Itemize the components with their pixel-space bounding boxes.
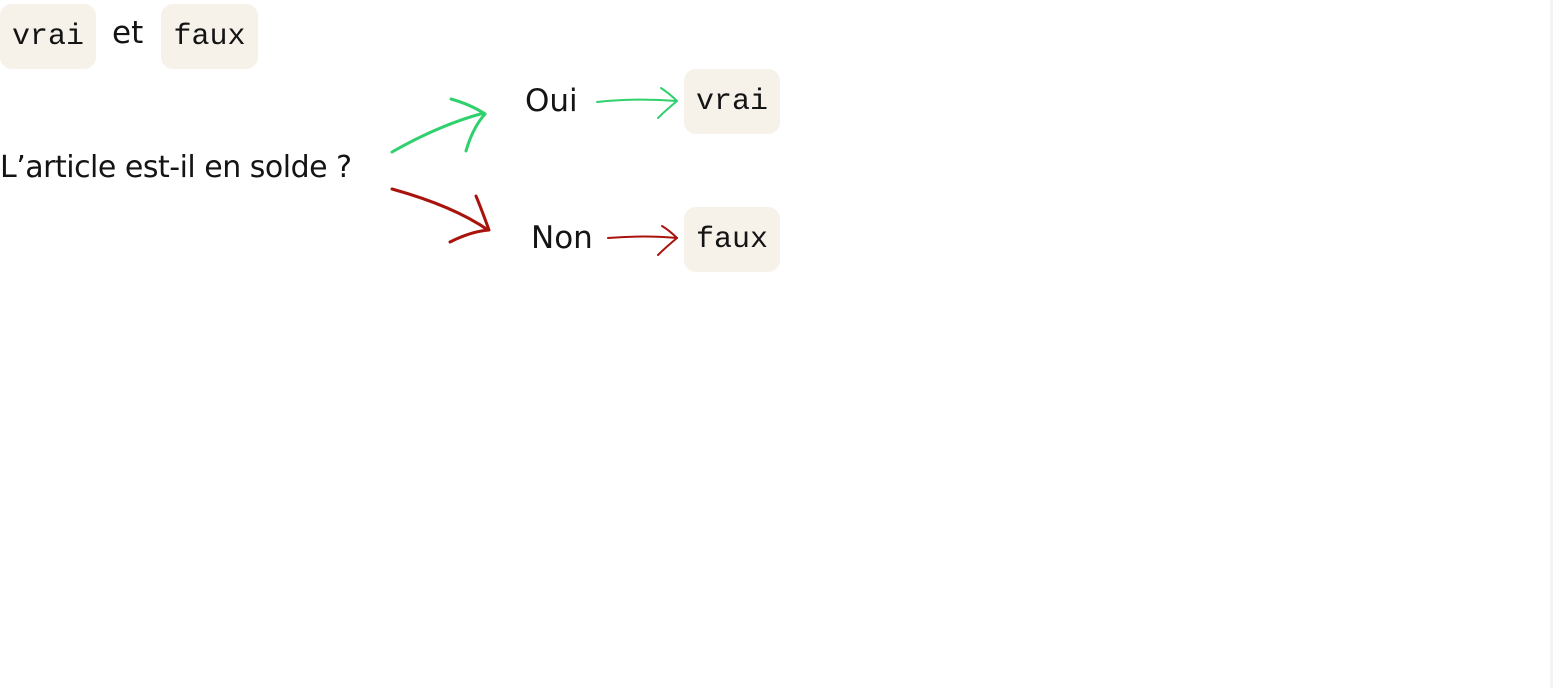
heading-true-keyword: vrai [11, 19, 84, 54]
no-result-keyword: faux [695, 222, 768, 257]
no-result-chip: faux [684, 207, 780, 272]
yes-branch-arrow-shaft [390, 111, 486, 154]
yes-result-arrow-shaft [596, 98, 678, 103]
yes-result-chip: vrai [684, 69, 780, 134]
heading-connector: et [112, 15, 144, 51]
heading-false-keyword: faux [173, 19, 246, 54]
heading-false-chip: faux [161, 4, 258, 69]
no-branch-arrow-shaft [390, 187, 490, 232]
no-answer: Non [531, 220, 593, 256]
yes-result-arrow [596, 87, 678, 119]
canvas-edge [1550, 0, 1553, 688]
no-branch-arrow-head [448, 194, 491, 244]
no-branch-arrow [390, 187, 491, 244]
yes-branch-arrow [390, 97, 487, 154]
yes-result-arrow-head [657, 87, 678, 119]
no-result-arrow-head [657, 225, 678, 256]
yes-answer: Oui [525, 83, 578, 119]
heading-true-chip: vrai [0, 4, 96, 69]
no-result-arrow-shaft [607, 235, 678, 239]
no-result-arrow [607, 225, 678, 256]
question-text: L’article est-il en solde ? [0, 150, 352, 185]
yes-result-keyword: vrai [695, 84, 768, 119]
yes-branch-arrow-head [449, 97, 487, 153]
